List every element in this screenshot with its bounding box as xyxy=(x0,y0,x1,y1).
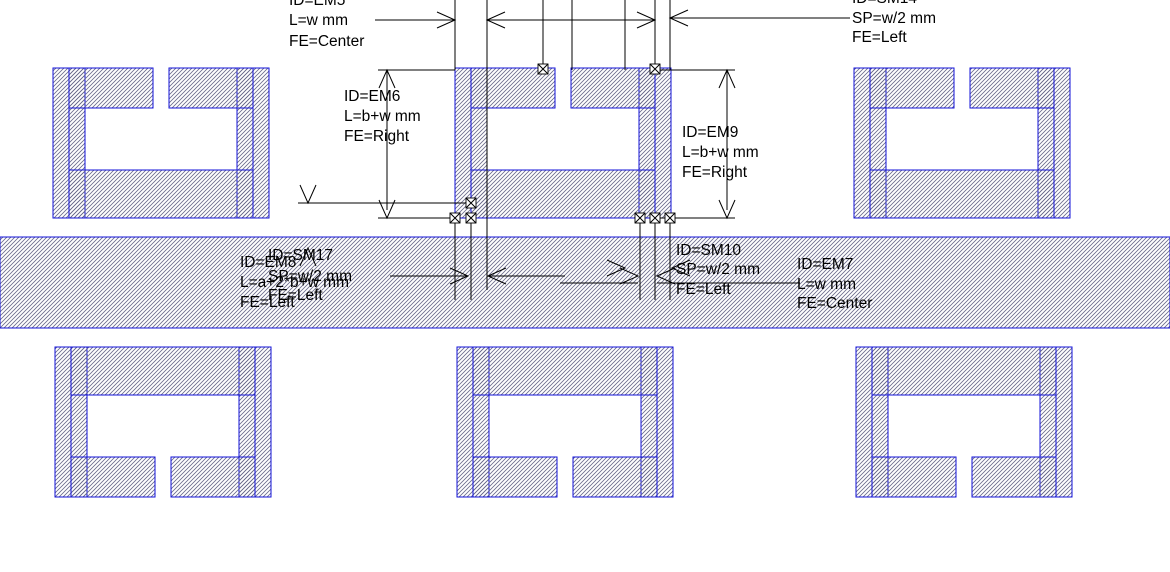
bottom-left-arm xyxy=(472,456,558,498)
bottom-right-arm xyxy=(971,456,1057,498)
snap-marker-cross xyxy=(664,212,676,224)
em6-length: L=b+w mm xyxy=(344,108,421,125)
bottom-left-arm xyxy=(70,456,156,498)
top-bar xyxy=(70,346,256,396)
sm10-id: ID=SM10 xyxy=(676,242,741,259)
u-cell-1 xyxy=(52,67,270,219)
label-em7: ID=EM7 L=w mm FE=Center xyxy=(797,256,872,312)
em5-length: L=w mm xyxy=(289,12,348,29)
em6-id: ID=EM6 xyxy=(344,88,400,105)
em7-arrow-left-2 xyxy=(670,259,691,277)
sm17-id: ID=SM17 xyxy=(268,247,333,264)
em5-fe: FE=Center xyxy=(289,33,364,50)
em8-length: L=a+2*b+w mm xyxy=(240,274,349,291)
bottom-left-arm xyxy=(871,456,957,498)
em7-id: ID=EM7 xyxy=(797,256,853,273)
sm17-arrow xyxy=(449,267,470,285)
bottom-bar xyxy=(68,169,254,219)
em8-id: ID=EM8 xyxy=(240,254,296,271)
sm10-fe: FE=Left xyxy=(676,281,731,298)
sm10-arrow-right-2 xyxy=(606,259,627,277)
u-cell-5 xyxy=(456,346,674,498)
snap-marker-cross xyxy=(649,212,661,224)
label-sm10: ID=SM10 SP=w/2 mm FE=Left xyxy=(676,242,760,298)
bottom-right-arm xyxy=(170,456,256,498)
sm10-arrow-right xyxy=(619,267,640,285)
sm14-id: ID=SM14 xyxy=(852,0,917,7)
snap-marker-cross xyxy=(649,63,661,75)
top-right-arm xyxy=(570,67,656,109)
em9-id: ID=EM9 xyxy=(682,124,738,141)
em6-ref-arrow xyxy=(299,184,317,205)
label-em8-overlap: ID=EM8 L=a+2*b+w mm FE=Left xyxy=(240,254,349,311)
em7-arrow-left xyxy=(655,267,676,285)
em7-length: L=w mm xyxy=(797,276,856,293)
top-right-arm xyxy=(168,67,254,109)
label-sm14: ID=SM14 SP=w/2 mm FE=Left xyxy=(852,0,936,46)
em7-fe: FE=Center xyxy=(797,295,872,312)
top-bar xyxy=(472,346,658,396)
label-em9: ID=EM9 L=b+w mm FE=Right xyxy=(682,124,759,181)
u-cell-3 xyxy=(853,67,1071,219)
snap-marker-cross xyxy=(634,212,646,224)
em9-fe: FE=Right xyxy=(682,164,748,181)
u-cell-6 xyxy=(855,346,1073,498)
snap-marker-cross xyxy=(537,63,549,75)
snap-marker-cross xyxy=(465,212,477,224)
em8-fe: FE=Left xyxy=(240,294,295,311)
u-cell-4 xyxy=(54,346,272,498)
em5-id: ID=EM5 xyxy=(289,0,345,9)
label-em6: ID=EM6 L=b+w mm FE=Right xyxy=(344,88,421,145)
sm14-fe: FE=Left xyxy=(852,29,907,46)
bottom-right-arm xyxy=(572,456,658,498)
bottom-bar xyxy=(470,169,656,219)
em9-length: L=b+w mm xyxy=(682,144,759,161)
sm17-fe: FE=Left xyxy=(268,287,323,304)
top-bar xyxy=(871,346,1057,396)
snap-marker-cross xyxy=(465,197,477,209)
em6-fe: FE=Right xyxy=(344,128,410,145)
overlap-arrow xyxy=(299,246,317,267)
sm10-spacing: SP=w/2 mm xyxy=(676,261,760,278)
top-left-arm xyxy=(68,67,154,109)
label-sm17-overlap: ID=SM17 SP=w/2 mm FE=Left xyxy=(268,247,352,304)
em8-arrow xyxy=(486,267,507,285)
sm14-spacing: SP=w/2 mm xyxy=(852,10,936,27)
top-right-arm xyxy=(969,67,1055,109)
snap-marker-cross xyxy=(449,212,461,224)
sm17-spacing: SP=w/2 mm xyxy=(268,268,352,285)
label-em5: ID=EM5 L=w mm FE=Center xyxy=(289,0,364,50)
top-left-arm xyxy=(869,67,955,109)
bottom-bar xyxy=(869,169,1055,219)
